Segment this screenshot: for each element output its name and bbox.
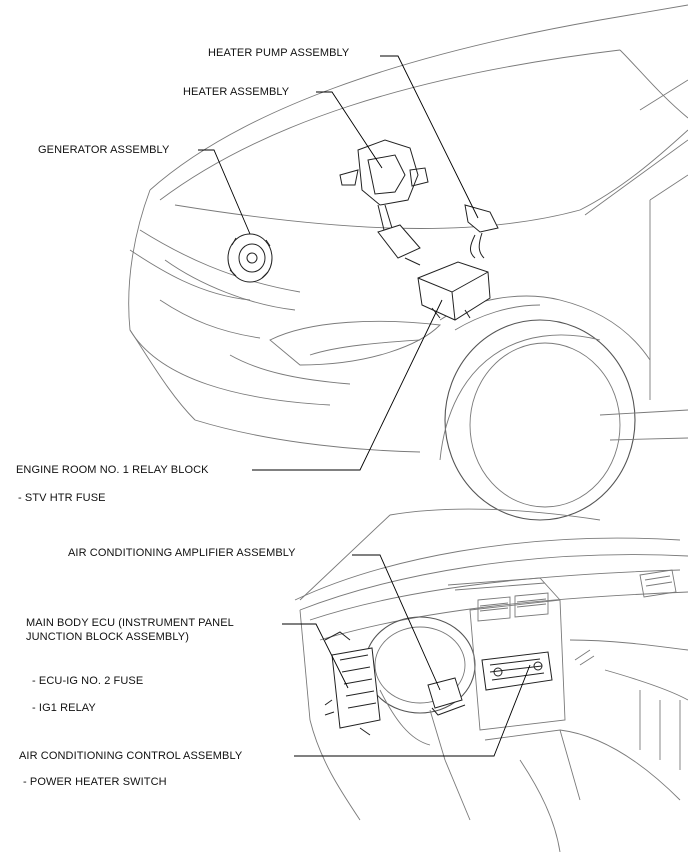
hose-bracket-part (377, 224, 421, 266)
power-heater-switch-label: - POWER HEATER SWITCH (23, 776, 167, 788)
heater-pump-assembly-label: HEATER PUMP ASSEMBLY (208, 47, 350, 59)
ac-control-assembly-part (481, 651, 553, 691)
engine-room-relay-block-part (417, 261, 491, 321)
vehicle-front-illustration (128, 4, 688, 521)
generator-assembly-label: GENERATOR ASSEMBLY (38, 144, 170, 156)
ig1-relay-label: - IG1 RELAY (32, 702, 96, 714)
engine-room-relay-block-label: ENGINE ROOM NO. 1 RELAY BLOCK (16, 464, 209, 476)
ecu-ig-no2-fuse-label: - ECU-IG NO. 2 FUSE (32, 675, 144, 687)
generator-assembly-part (227, 233, 273, 283)
ac-amplifier-assembly-label: AIR CONDITIONING AMPLIFIER ASSEMBLY (68, 547, 296, 559)
stv-htr-fuse-label: - STV HTR FUSE (18, 492, 106, 504)
heater-assembly-label: HEATER ASSEMBLY (183, 86, 290, 98)
ac-amplifier-assembly-part (427, 677, 466, 716)
main-body-ecu-label: MAIN BODY ECU (INSTRUMENT PANEL JUNCTION… (26, 617, 234, 643)
ac-control-assembly-label: AIR CONDITIONING CONTROL ASSEMBLY (19, 750, 243, 762)
leader-lines (198, 55, 531, 757)
heater-assembly-part (339, 139, 429, 231)
main-body-ecu-part (324, 631, 381, 736)
heater-pump-assembly-part (464, 204, 499, 259)
